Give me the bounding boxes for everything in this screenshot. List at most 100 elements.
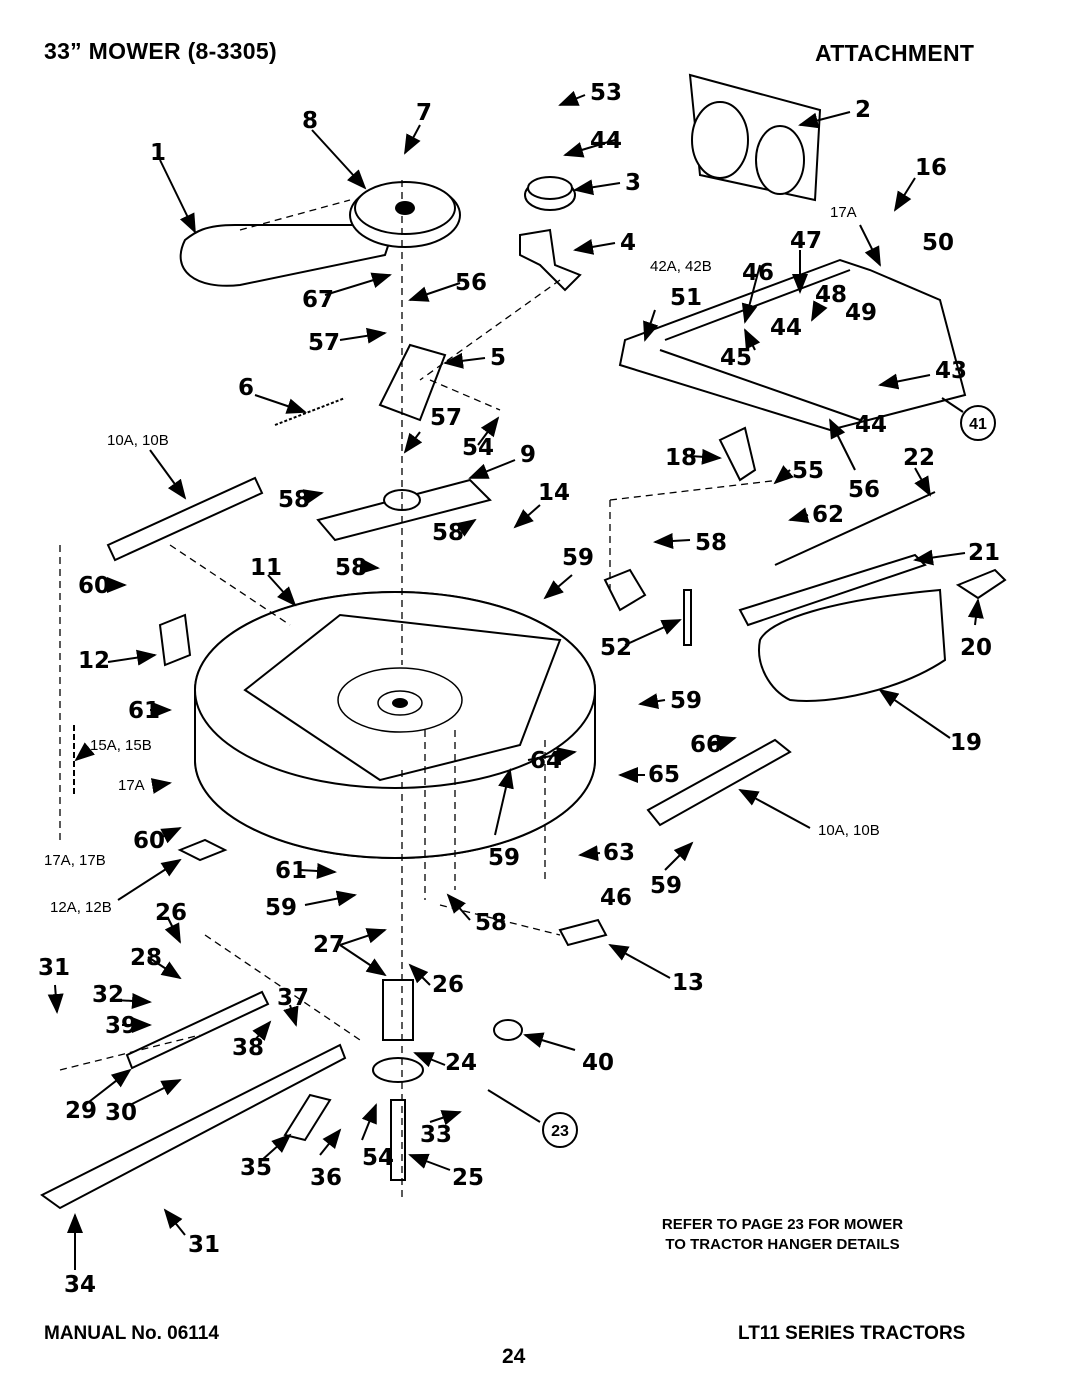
manual-number: MANUAL No. 06114 [44,1323,219,1344]
callout-59-right: 59 [650,873,682,899]
callout-42a-42b: 42A, 42B [650,258,712,275]
callout-37: 37 [277,985,309,1011]
callout-46-lift: 46 [742,260,774,286]
callout-20: 20 [960,635,992,661]
callout-59-chute: 59 [562,545,594,571]
callout-56-top: 56 [455,270,487,296]
callout-59-deck: 59 [670,688,702,714]
callout-24: 24 [445,1050,477,1076]
callout-1: 1 [150,140,166,166]
callout-26-top: 26 [155,900,187,926]
callout-43: 43 [935,358,967,384]
callout-12: 12 [78,648,110,674]
assembly-ref-41: 41 [941,397,996,441]
deflector-rod [774,491,936,566]
callout-39: 39 [105,1013,137,1039]
callout-26-spindle: 26 [432,972,464,998]
callout-46-deck: 46 [600,885,632,911]
blade-adapter [125,990,270,1070]
callout-12a-12b: 12A, 12B [50,899,112,916]
hanger-12 [158,613,192,667]
callout-21: 21 [968,540,1000,566]
section-label: ATTACHMENT [815,40,975,66]
baffle-10b [646,738,792,827]
callout-58-right: 58 [695,530,727,556]
tractor-pulley-assembly [688,73,822,202]
callout-7: 7 [416,100,432,126]
discharge-chute [758,588,947,702]
callout-10a-10b-left: 10A, 10B [107,432,169,449]
callout-15a-15b: 15A, 15B [90,737,152,754]
mower-pulley [349,181,461,248]
callout-38: 38 [232,1035,264,1061]
callout-58-mid: 58 [432,520,464,546]
callout-67: 67 [302,287,334,313]
callout-14: 14 [538,480,570,506]
mower-deck-housing [194,591,596,859]
callout-3: 3 [625,170,641,196]
callout-22: 22 [903,445,935,471]
callout-30: 30 [105,1100,137,1126]
callout-11: 11 [250,555,282,581]
callout-58-bottom: 58 [475,910,507,936]
callout-32: 32 [92,982,124,1008]
callout-49: 49 [845,300,877,326]
callout-13: 13 [672,970,704,996]
callout-5: 5 [490,345,506,371]
callout-labels: 1 2 3 4 5 6 7 8 9 10A, 10B 10A, 10B 11 1… [38,80,1000,1298]
assembly-ref-23-label: 23 [551,1123,569,1140]
callout-61-bottom: 61 [275,858,307,884]
callout-25: 25 [452,1165,484,1191]
callout-44-lift: 44 [770,315,802,341]
hanger-12a [177,838,228,862]
callout-19: 19 [950,730,982,756]
callout-4: 4 [620,230,636,256]
callout-48: 48 [815,282,847,308]
assembly-ref-23: 23 [487,1089,578,1148]
callout-leaders [47,90,984,1270]
deck-mount-bracket [316,478,492,542]
callout-17a-17b: 17A, 17B [44,852,106,869]
callout-44-top: 44 [590,128,622,154]
callout-52: 52 [600,635,632,661]
mounting-block [603,568,647,612]
callout-62: 62 [812,502,844,528]
decal-13 [558,918,608,947]
callout-28: 28 [130,945,162,971]
stiffener-35 [283,1093,332,1142]
callout-31-top: 31 [38,955,70,981]
assembly-ref-41-label: 41 [969,416,987,433]
diagram-title: 33” MOWER (8-3305) [44,38,277,64]
callout-58-left: 58 [278,487,310,513]
mower-blade [40,1043,347,1210]
callout-47: 47 [790,228,822,254]
page-number: 24 [502,1345,526,1368]
callout-66: 66 [690,732,722,758]
spring [274,397,346,426]
callout-59-center: 59 [488,845,520,871]
assembly-lines [59,180,781,1200]
callout-57-top: 57 [308,330,340,356]
callout-2: 2 [855,97,871,123]
callout-58-center: 58 [335,555,367,581]
callout-29: 29 [65,1098,97,1124]
callout-61-left: 61 [128,698,160,724]
callout-44-right: 44 [855,412,887,438]
callout-53: 53 [590,80,622,106]
note-line-2: TO TRACTOR HANGER DETAILS [665,1236,900,1253]
callout-64: 64 [530,748,562,774]
spindle-housing [372,979,424,1181]
callout-56-lift: 56 [848,477,880,503]
note-line-1: REFER TO PAGE 23 FOR MOWER [661,1216,904,1233]
callout-8: 8 [302,108,318,134]
baffle-10a [106,476,264,562]
pin-52 [683,589,692,646]
callout-60-bottom: 60 [133,828,165,854]
callout-36: 36 [310,1165,342,1191]
callout-59-left: 59 [265,895,297,921]
drive-belt [179,224,397,287]
callout-54-top: 54 [462,435,494,461]
callout-6: 6 [238,375,254,401]
idler-bracket [519,228,582,292]
